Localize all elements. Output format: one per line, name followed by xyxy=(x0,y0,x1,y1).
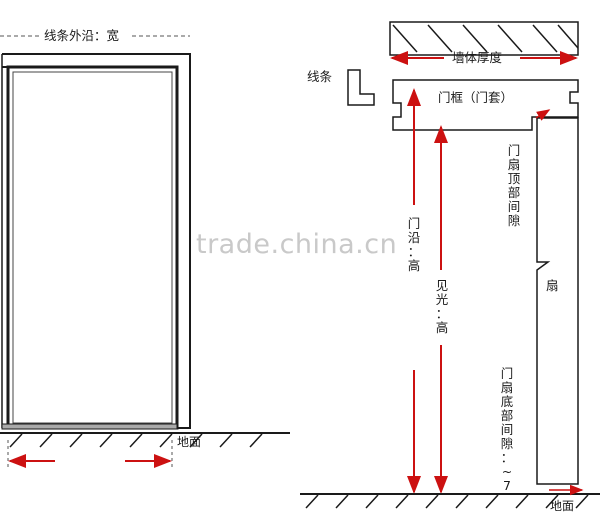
label-trim-outer-height: 门沿：高 xyxy=(408,216,421,273)
label-clear-height: 见光：高 xyxy=(436,278,449,335)
ground-hatch-left xyxy=(9,433,263,448)
top-gap-arrow xyxy=(535,109,551,121)
door-section-view xyxy=(300,21,600,509)
label-wall-thickness: 墙体厚度 xyxy=(452,50,503,65)
wall-hatch xyxy=(392,24,579,53)
label-ground-left: 地面 xyxy=(177,435,201,449)
door-frame-section xyxy=(392,79,579,131)
trim-profile xyxy=(347,69,375,106)
label-top-gap: 门扇顶部间隙 xyxy=(508,143,521,228)
door-front-view xyxy=(0,35,290,470)
label-trim: 线条 xyxy=(307,69,333,84)
label-bottom-gap: 门扇底部间隙：~7 xyxy=(501,366,514,493)
door-threshold xyxy=(1,423,178,430)
label-leaf: 扇 xyxy=(546,278,559,293)
ground-hatch-right xyxy=(305,494,589,509)
label-ground-right: 地面 xyxy=(550,499,574,513)
door-leaf-inner xyxy=(12,71,173,424)
door-leaf-section xyxy=(536,117,579,485)
door-trim-outline xyxy=(2,53,191,429)
label-trim-outer-width: 线条外沿：宽 xyxy=(44,28,119,43)
watermark-text: trade.china.cn xyxy=(196,229,398,260)
label-door-frame: 门框（门套） xyxy=(438,90,513,105)
door-leaf-outline xyxy=(6,65,179,430)
